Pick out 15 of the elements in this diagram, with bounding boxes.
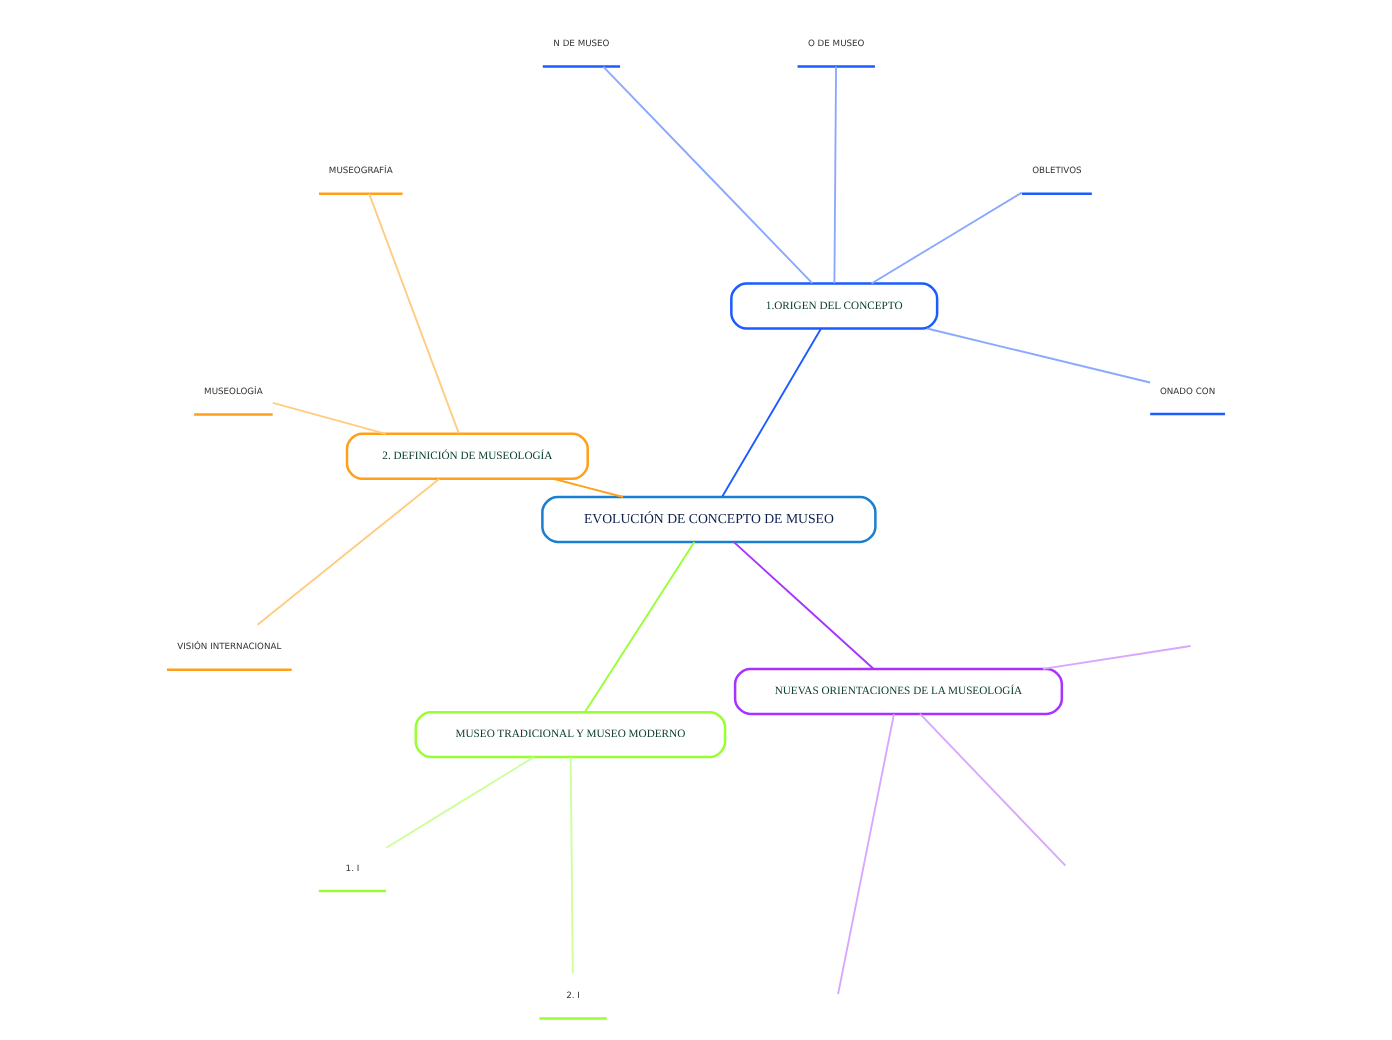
connector	[1042, 645, 1192, 670]
connector	[584, 541, 696, 713]
connector	[256, 477, 441, 626]
connector	[271, 401, 387, 435]
connector	[368, 193, 460, 435]
connector	[385, 756, 535, 849]
connector	[602, 65, 814, 285]
connector	[721, 327, 822, 498]
connector	[837, 713, 895, 995]
connector	[569, 756, 574, 975]
connector	[926, 327, 1151, 384]
connector	[732, 541, 875, 670]
connector	[870, 191, 1023, 285]
connector	[919, 713, 1067, 867]
connector	[833, 65, 837, 285]
